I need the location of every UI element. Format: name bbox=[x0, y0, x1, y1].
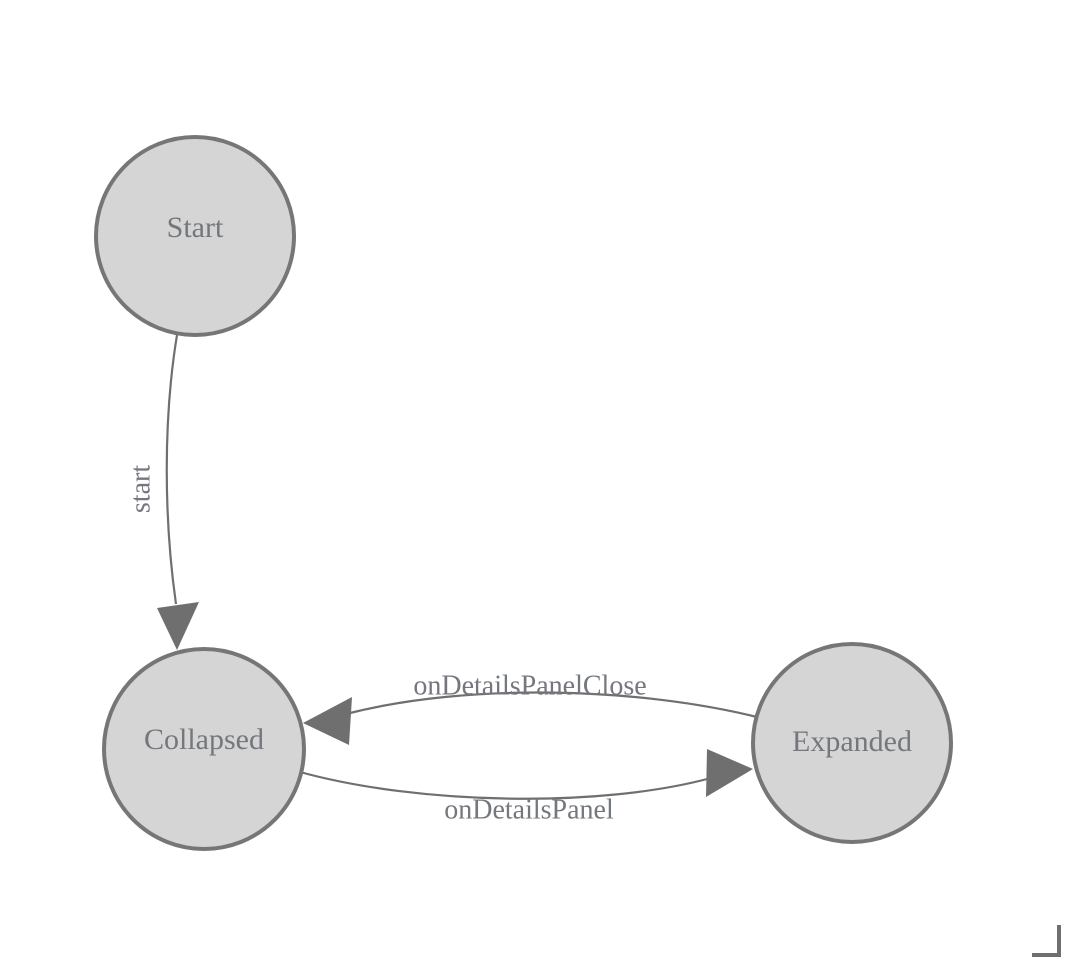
node-start[interactable]: Start bbox=[94, 135, 296, 337]
resize-corner-handle-shape bbox=[1032, 925, 1061, 957]
edge-expanded-to-collapsed-arrowhead bbox=[303, 697, 352, 745]
node-start-label: Start bbox=[167, 211, 224, 244]
node-collapsed-label: Collapsed bbox=[144, 723, 264, 756]
edge-collapsed-to-expanded-arrowhead bbox=[706, 749, 753, 797]
edge-start-to-collapsed[interactable]: start bbox=[125, 334, 199, 650]
node-collapsed-circle bbox=[102, 647, 306, 851]
edge-expanded-to-collapsed[interactable]: onDetailsPanelClose bbox=[303, 670, 758, 745]
node-start-circle bbox=[94, 135, 296, 337]
edge-start-to-collapsed-arrowhead bbox=[157, 602, 199, 650]
edge-collapsed-to-expanded-label: onDetailsPanel bbox=[444, 794, 614, 825]
resize-corner-handle[interactable] bbox=[1032, 925, 1061, 957]
edge-expanded-to-collapsed-path bbox=[345, 691, 758, 719]
node-expanded[interactable]: Expanded bbox=[751, 642, 953, 844]
edge-expanded-to-collapsed-label: onDetailsPanelClose bbox=[413, 670, 646, 701]
node-collapsed[interactable]: Collapsed bbox=[102, 647, 306, 851]
node-expanded-label: Expanded bbox=[792, 725, 912, 758]
edge-start-to-collapsed-path bbox=[165, 334, 179, 605]
node-expanded-circle bbox=[751, 642, 953, 844]
edge-start-to-collapsed-label: start bbox=[125, 465, 156, 513]
edge-collapsed-to-expanded-path bbox=[299, 770, 712, 800]
edge-collapsed-to-expanded[interactable]: onDetailsPanel bbox=[299, 749, 753, 825]
